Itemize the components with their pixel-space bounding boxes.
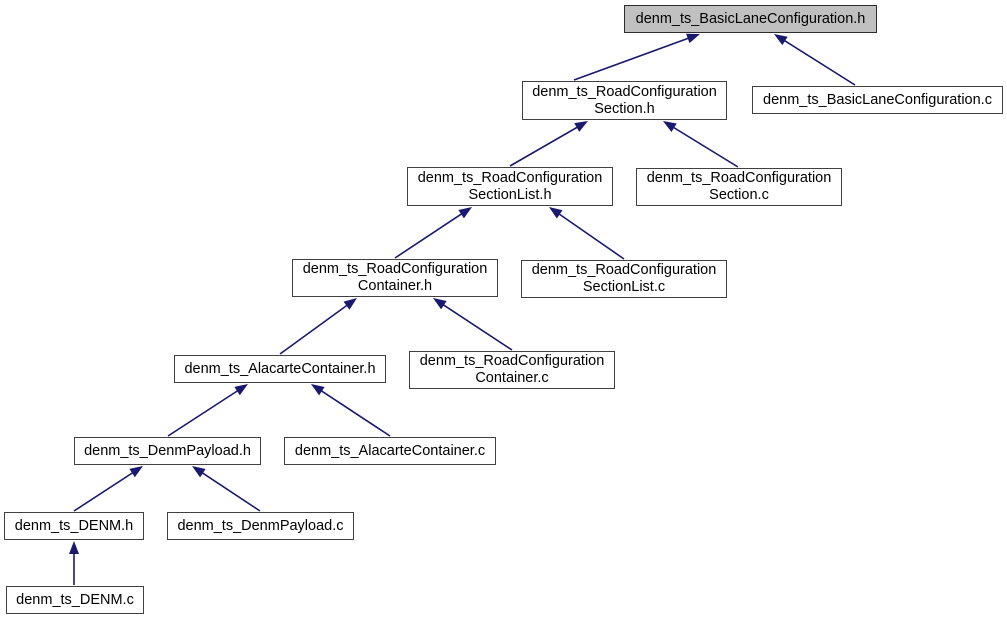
arrowhead-icon [192,466,206,478]
graph-node-roadcfgsection_c[interactable]: denm_ts_RoadConfiguration Section.c [636,168,842,206]
graph-node-roadcfgsectionlist_h[interactable]: denm_ts_RoadConfiguration SectionList.h [407,167,613,206]
dependency-edge [433,298,513,351]
graph-node-alacartecontainer_h[interactable]: denm_ts_AlacarteContainer.h [174,355,386,383]
graph-node-alacartecontainer_c[interactable]: denm_ts_AlacarteContainer.c [284,437,496,465]
arrowhead-icon [686,33,700,44]
graph-node-label: denm_ts_DenmPayload.h [84,442,251,459]
arrowhead-icon [774,34,788,46]
graph-node-label: denm_ts_RoadConfiguration SectionList.c [531,262,717,295]
graph-node-label: denm_ts_RoadConfiguration Container.h [302,261,488,294]
dependency-edge [394,207,472,259]
dependency-edge [509,121,588,167]
arrowhead-icon [69,541,79,554]
arrowhead-icon [129,466,143,478]
arrowhead-icon [343,298,357,310]
dependency-edge [192,466,261,512]
graph-node-label: denm_ts_DENM.c [16,591,134,608]
graph-node-roadcfgcontainer_h[interactable]: denm_ts_RoadConfiguration Container.h [292,259,498,297]
graph-node-denm_c[interactable]: denm_ts_DENM.c [6,586,144,614]
graph-node-roadcfgsectionlist_c[interactable]: denm_ts_RoadConfiguration SectionList.c [521,260,727,298]
dependency-edge [311,384,391,437]
graph-node-label: denm_ts_RoadConfiguration Container.c [419,353,605,386]
graph-node-denm_h[interactable]: denm_ts_DENM.h [4,512,144,540]
graph-node-label: denm_ts_BasicLaneConfiguration.h [635,10,866,27]
arrowhead-icon [458,207,472,219]
arrowhead-icon [574,121,588,132]
graph-node-label: denm_ts_DENM.h [14,517,134,534]
graph-node-label: denm_ts_AlacarteContainer.c [294,442,486,459]
arrowhead-icon [234,384,248,396]
arrowhead-icon [433,298,447,310]
graph-node-label: denm_ts_BasicLaneConfiguration.c [763,91,992,108]
graph-node-basiclane_c[interactable]: denm_ts_BasicLaneConfiguration.c [752,86,1003,114]
dependency-edge [279,298,357,355]
dependency-edge [663,121,739,168]
arrowhead-icon [549,207,563,219]
graph-node-basiclane_h[interactable]: denm_ts_BasicLaneConfiguration.h [624,5,877,33]
dependency-edge [573,33,700,81]
arrowhead-icon [663,121,677,133]
dependency-edge [549,207,625,260]
graph-node-label: denm_ts_RoadConfiguration Section.c [646,170,832,203]
dependency-edge [73,466,143,512]
dependency-edge [774,34,856,86]
graph-node-label: denm_ts_RoadConfiguration SectionList.h [417,169,603,203]
graph-node-label: denm_ts_RoadConfiguration Section.h [532,83,717,117]
graph-node-roadcfgcontainer_c[interactable]: denm_ts_RoadConfiguration Container.c [409,351,615,389]
graph-node-roadcfgsection_h[interactable]: denm_ts_RoadConfiguration Section.h [522,81,727,120]
graph-node-denmpayload_h[interactable]: denm_ts_DenmPayload.h [74,437,261,465]
graph-node-label: denm_ts_DenmPayload.c [177,517,344,534]
arrowhead-icon [311,384,325,396]
graph-node-label: denm_ts_AlacarteContainer.h [184,360,376,377]
dependency-edge [69,541,79,585]
dependency-edge [167,384,248,437]
graph-node-denmpayload_c[interactable]: denm_ts_DenmPayload.c [167,512,354,540]
